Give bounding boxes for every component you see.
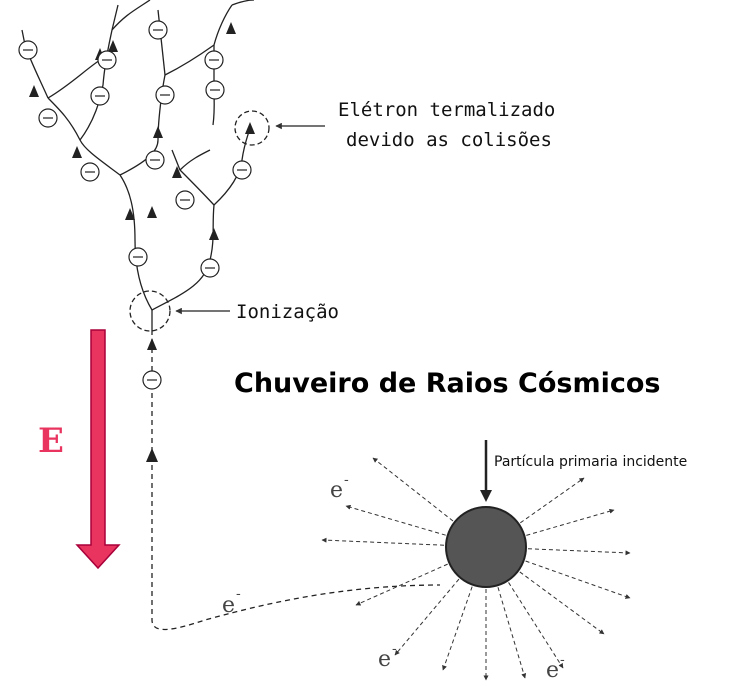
electron-charge-icon — [142, 370, 162, 390]
svg-text:e: e — [546, 658, 559, 683]
field-arrow — [75, 329, 121, 570]
electron-label-1: e - — [330, 472, 349, 503]
diagram-title: Chuveiro de Raios Cósmicos — [234, 368, 660, 399]
field-label: E — [38, 421, 64, 461]
thermalized-label-line2: devido as colisões — [346, 129, 552, 151]
electron-charge-icon — [80, 162, 100, 182]
svg-text:e: e — [222, 593, 235, 618]
svg-text:-: - — [392, 641, 397, 657]
primary-particle-label: Partícula primaria incidente — [494, 454, 687, 470]
field-arrow-shape — [75, 329, 121, 570]
trajectory-arrowhead — [146, 448, 158, 462]
svg-text:e: e — [378, 647, 391, 672]
electron-charge-icon — [204, 50, 224, 70]
electron-charge-icon — [205, 80, 225, 100]
electron-charge-icon — [97, 50, 117, 70]
electron-charge-icon — [148, 20, 168, 40]
svg-text:-: - — [236, 586, 241, 602]
electron-charge-icon — [145, 150, 165, 170]
branch-arrowheads — [29, 22, 255, 350]
electron-charge-icon — [155, 85, 175, 105]
electron-charge-icon — [18, 40, 38, 60]
charge-markers — [18, 20, 252, 390]
electron-charge-icon — [90, 86, 110, 106]
svg-text:-: - — [560, 652, 565, 668]
ionization-marker — [129, 290, 171, 332]
electron-label-2: e - — [378, 641, 397, 672]
electron-charge-icon — [38, 108, 58, 128]
primary-nucleus — [445, 506, 527, 588]
svg-text:e: e — [330, 478, 343, 503]
electron-charge-icon — [128, 247, 148, 267]
electron-charge-icon — [232, 160, 252, 180]
ionization-label: Ionização — [236, 301, 339, 323]
electron-charge-icon — [200, 258, 220, 278]
trajectory-electron-label: e - — [222, 586, 241, 618]
thermalized-marker — [234, 110, 270, 146]
electron-charge-icon — [175, 190, 195, 210]
electron-trajectory — [151, 330, 441, 631]
electron-label-3: e - — [546, 652, 565, 683]
svg-text:-: - — [344, 472, 349, 488]
primary-arrowhead — [480, 490, 492, 502]
shower-branches — [21, 0, 255, 330]
thermalized-label-line1: Elétron termalizado — [338, 99, 555, 121]
